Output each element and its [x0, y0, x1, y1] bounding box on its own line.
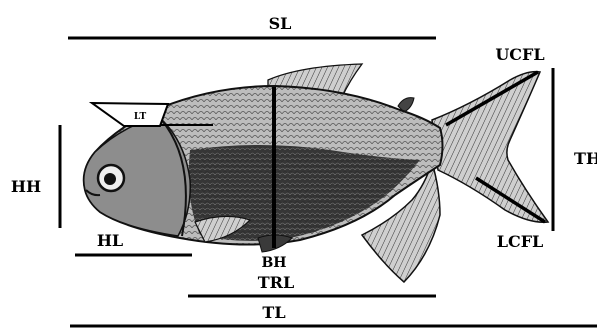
label-bh: BH — [261, 255, 286, 271]
fish-illustration — [84, 64, 548, 282]
caudal-fin — [432, 72, 548, 223]
label-trl: TRL — [258, 273, 294, 292]
label-hl: HL — [97, 231, 123, 250]
label-sl: SL — [269, 14, 292, 33]
label-tl: TL — [262, 303, 285, 322]
lt-label-box — [92, 103, 168, 126]
label-lcfl: LCFL — [497, 232, 544, 251]
fish-pupil — [104, 173, 116, 185]
label-ucfl: UCFL — [495, 45, 544, 64]
label-th: TH — [574, 149, 597, 168]
label-hh: HH — [11, 177, 41, 196]
label-lt: LT — [134, 112, 147, 122]
